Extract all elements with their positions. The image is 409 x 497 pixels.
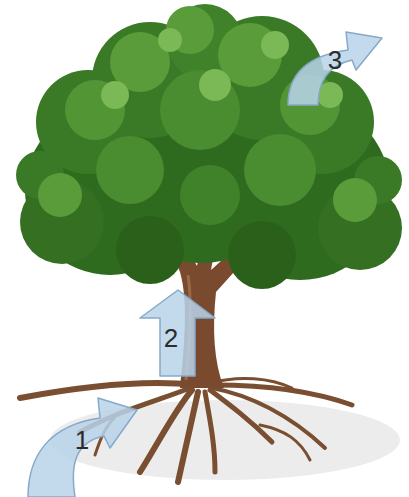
foliage bbox=[333, 178, 377, 222]
foliage bbox=[101, 81, 129, 109]
callout-number: 3 bbox=[328, 47, 342, 73]
callout-number: 1 bbox=[75, 427, 89, 453]
callout-number: 2 bbox=[164, 325, 178, 351]
up-arrow bbox=[140, 290, 215, 376]
curved-arrow bbox=[28, 398, 137, 497]
foliage bbox=[38, 173, 82, 217]
foliage bbox=[228, 221, 296, 289]
foliage bbox=[116, 216, 184, 284]
root bbox=[205, 392, 215, 472]
foliage bbox=[158, 28, 182, 52]
foliage bbox=[199, 69, 231, 101]
root bbox=[178, 392, 198, 482]
flow-arrows bbox=[28, 32, 382, 497]
tree-canopy bbox=[16, 4, 402, 289]
curved-arrow bbox=[288, 32, 382, 105]
foliage bbox=[261, 31, 289, 59]
root bbox=[260, 425, 310, 460]
root bbox=[212, 388, 325, 448]
foliage bbox=[180, 165, 240, 225]
foliage bbox=[160, 70, 240, 150]
foliage bbox=[244, 134, 316, 206]
root bbox=[214, 385, 352, 405]
foliage bbox=[96, 136, 164, 204]
